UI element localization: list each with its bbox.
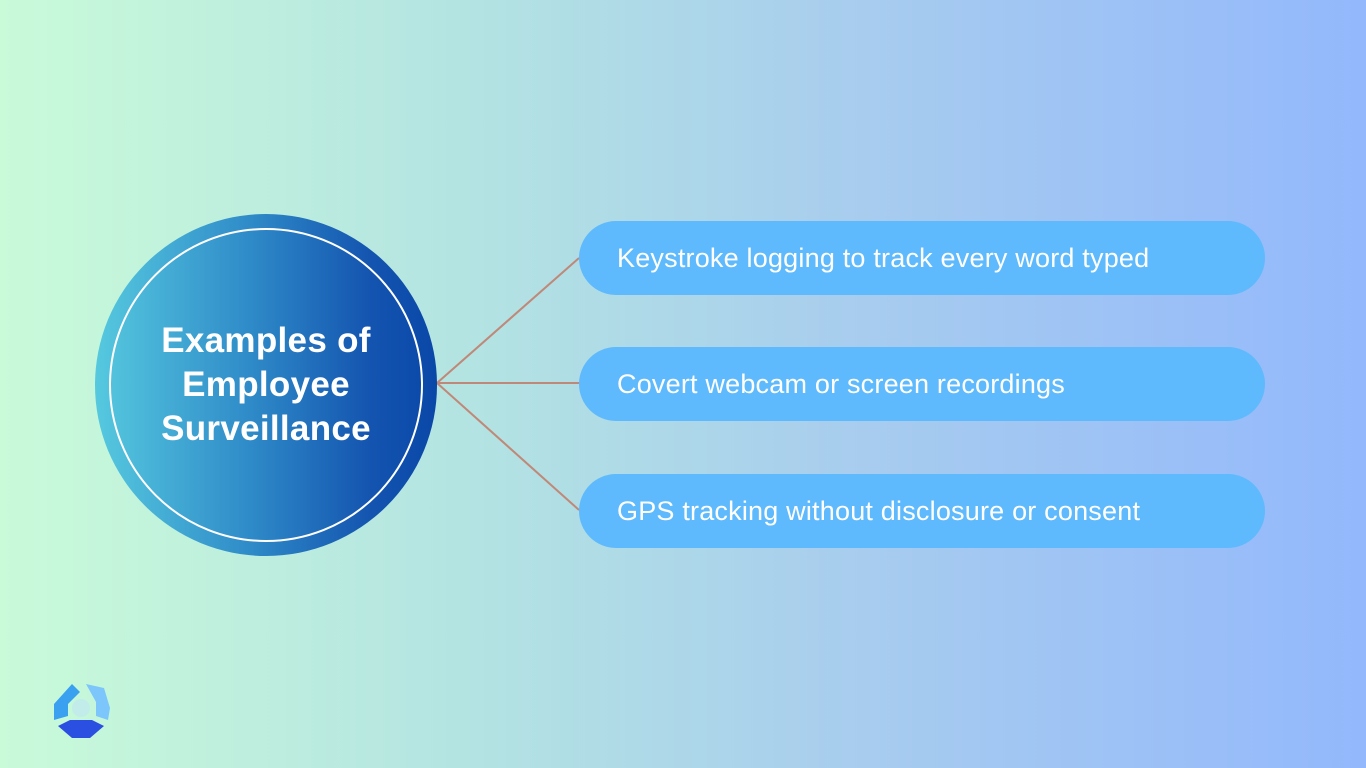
company-logo-icon: [54, 684, 110, 738]
example-item-label: GPS tracking without disclosure or conse…: [617, 495, 1141, 526]
hub-inner-ring: Examples of Employee Surveillance: [109, 228, 423, 542]
example-item-keystroke-logging: Keystroke logging to track every word ty…: [579, 221, 1265, 295]
example-item-label: Keystroke logging to track every word ty…: [617, 242, 1150, 273]
example-item-covert-recordings: Covert webcam or screen recordings: [579, 347, 1265, 421]
connector-line-1: [436, 257, 580, 384]
example-item-label: Covert webcam or screen recordings: [617, 368, 1065, 399]
example-item-gps-tracking: GPS tracking without disclosure or conse…: [579, 474, 1265, 548]
connector-line-3: [436, 382, 580, 511]
central-hub-circle: Examples of Employee Surveillance: [95, 214, 437, 556]
hub-title: Examples of Employee Surveillance: [161, 321, 371, 448]
